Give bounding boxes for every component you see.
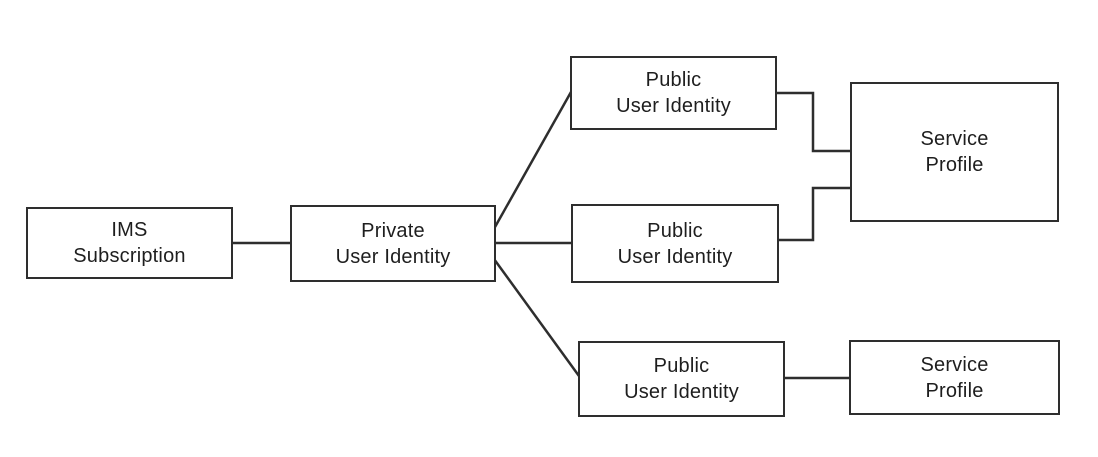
node-public-user-identity-3: Public User Identity (578, 341, 785, 417)
node-private-user-identity: Private User Identity (290, 205, 496, 282)
node-service-profile-1-label: Service Profile (920, 128, 989, 176)
node-public-user-identity-3-label: Public User Identity (624, 355, 739, 403)
node-ims-subscription: IMS Subscription (26, 207, 233, 279)
node-service-profile-2: Service Profile (849, 340, 1060, 415)
node-public-user-identity-2: Public User Identity (571, 204, 779, 283)
edge-private-to-public3 (492, 258, 581, 377)
node-service-profile-1: Service Profile (850, 82, 1059, 222)
node-public-user-identity-1: Public User Identity (570, 56, 777, 130)
node-private-user-identity-label: Private User Identity (335, 219, 451, 268)
node-public-user-identity-2-label: Public User Identity (617, 219, 733, 268)
edge-private-to-public1 (493, 91, 573, 228)
node-public-user-identity-1-label: Public User Identity (616, 69, 731, 117)
node-ims-subscription-label: IMS Subscription (73, 219, 186, 267)
node-service-profile-2-label: Service Profile (920, 353, 989, 402)
edge-public2-to-service1 (779, 186, 851, 242)
edge-public1-to-service1 (777, 91, 851, 153)
